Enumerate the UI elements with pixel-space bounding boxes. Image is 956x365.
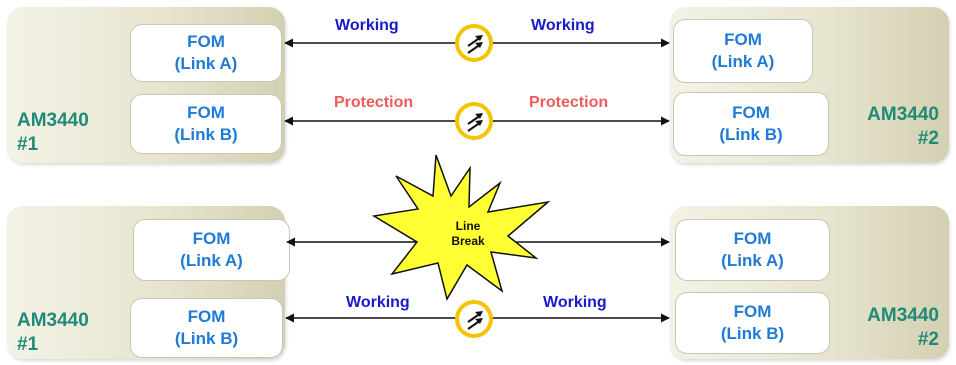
fom-label: FOM xyxy=(187,103,225,122)
fom-link-b: FOM (Link B) xyxy=(130,94,282,154)
device-number: #2 xyxy=(917,329,939,350)
device-model: AM3440 xyxy=(17,110,89,131)
optical-signal-icon xyxy=(455,300,493,338)
link-b-status-label: Protection xyxy=(334,94,414,111)
fom-label: FOM xyxy=(733,229,772,248)
fom-link-a: FOM (Link A) xyxy=(133,219,290,281)
line-break-burst-icon xyxy=(371,154,551,301)
link-a-status-label: Working xyxy=(335,17,399,34)
device-am3440-2-bottom: FOM (Link A) FOM (Link B) AM3440 #2 xyxy=(670,206,949,359)
device-model: AM3440 xyxy=(867,104,939,125)
link-b-status-label: Protection xyxy=(529,94,609,111)
fom-link-label: (Link B) xyxy=(720,324,785,343)
link-a-status-label: Working xyxy=(531,17,595,34)
fom-link-label: (Link A) xyxy=(711,52,775,71)
device-number: #2 xyxy=(917,128,939,149)
fom-link-a: FOM (Link A) xyxy=(675,219,830,281)
link-b-status-label: Working xyxy=(543,294,607,311)
fom-link-label: (Link B) xyxy=(174,329,239,348)
fom-link-b: FOM (Link B) xyxy=(675,292,830,354)
link-b-status-label: Working xyxy=(346,294,410,311)
fom-label: FOM xyxy=(192,229,231,248)
device-name: AM3440 #1 xyxy=(17,309,89,357)
fom-label: FOM xyxy=(733,302,772,321)
device-am3440-1-top: FOM (Link A) FOM (Link B) AM3440 #1 xyxy=(7,7,285,163)
device-name: AM3440 #1 xyxy=(17,109,89,157)
fom-link-label: (Link A) xyxy=(180,251,243,270)
device-number: #1 xyxy=(17,134,39,155)
optical-signal-icon xyxy=(455,102,493,140)
fom-link-a: FOM (Link A) xyxy=(130,24,282,82)
fom-link-b: FOM (Link B) xyxy=(130,298,283,358)
device-am3440-1-bottom: FOM (Link A) FOM (Link B) AM3440 #1 xyxy=(7,206,290,359)
line-break-label-line1: Line xyxy=(455,219,481,233)
line-break-label-line2: Break xyxy=(451,234,485,248)
optical-signal-icon xyxy=(455,24,493,62)
fom-label: FOM xyxy=(732,103,770,122)
fom-link-a: FOM (Link A) xyxy=(673,19,813,83)
fom-link-label: (Link B) xyxy=(719,125,783,144)
fom-link-label: (Link A) xyxy=(174,54,238,73)
fom-link-label: (Link B) xyxy=(174,125,238,144)
device-name: AM3440 #2 xyxy=(867,103,939,151)
device-name: AM3440 #2 xyxy=(867,304,939,352)
fom-label: FOM xyxy=(724,30,762,49)
device-am3440-2-top: FOM (Link A) FOM (Link B) AM3440 #2 xyxy=(670,7,949,163)
fom-label: FOM xyxy=(187,32,225,51)
fom-link-b: FOM (Link B) xyxy=(673,92,829,156)
device-number: #1 xyxy=(17,334,39,355)
line-break-label: Line Break xyxy=(440,219,496,249)
fom-link-label: (Link A) xyxy=(721,251,784,270)
fom-label: FOM xyxy=(187,307,226,326)
device-model: AM3440 xyxy=(867,305,939,326)
device-model: AM3440 xyxy=(17,310,89,331)
